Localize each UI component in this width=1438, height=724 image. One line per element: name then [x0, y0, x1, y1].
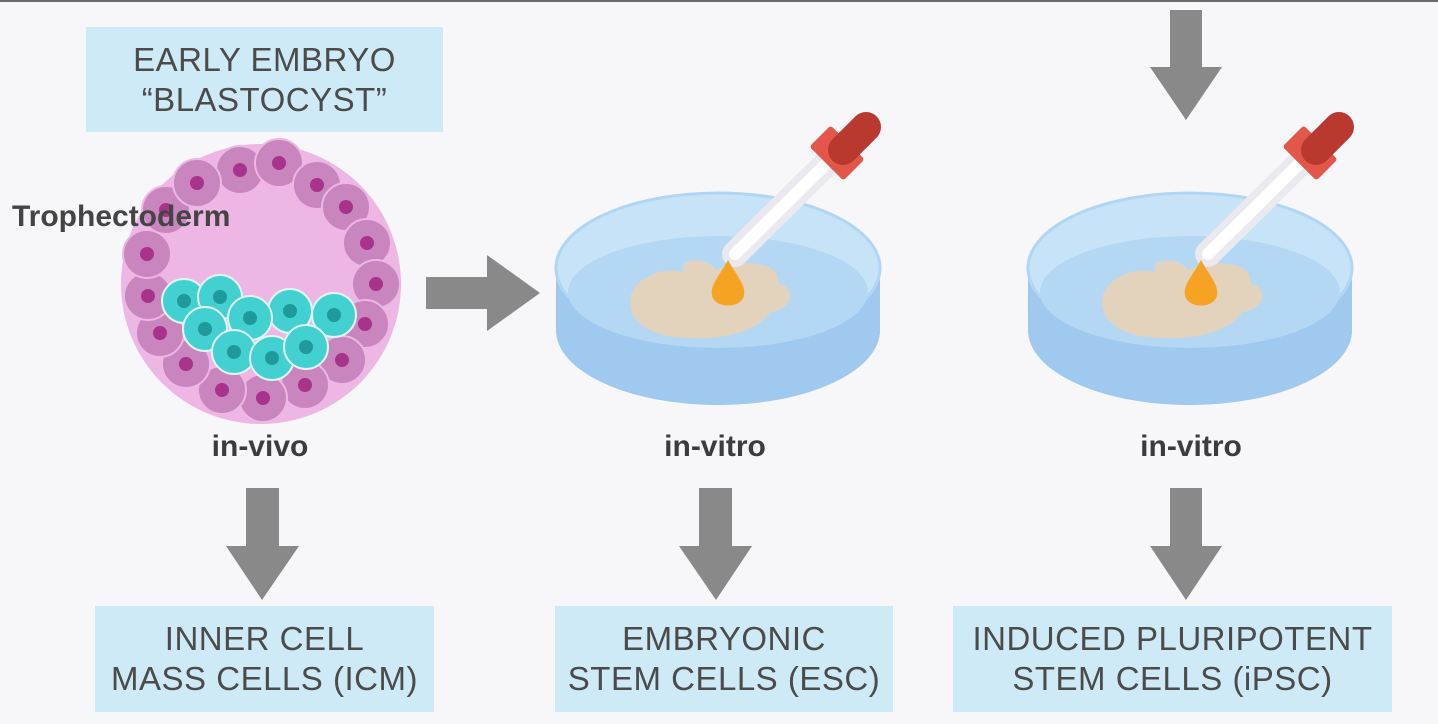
down-arrow-icon — [1150, 10, 1222, 120]
inner-cell-mass — [161, 274, 357, 381]
top-divider — [0, 0, 1438, 2]
ipsc-label-line2: STEM CELLS (iPSC) — [1012, 660, 1333, 697]
esc-label-box: EMBRYONIC STEM CELLS (ESC) — [555, 606, 893, 712]
caption-in-vitro-esc: in-vitro — [664, 430, 766, 463]
trophoblast-cell — [280, 360, 330, 410]
icm-cell — [211, 329, 257, 375]
cell-colony — [629, 260, 791, 339]
icm-label-box: INNER CELL MASS CELLS (ICM) — [95, 606, 434, 712]
dropper-icon — [1195, 112, 1354, 267]
down-arrow-icon — [679, 488, 752, 600]
trophoblast-cell — [254, 138, 304, 188]
right-arrow-icon — [426, 255, 540, 331]
icm-label-line2: MASS CELLS (ICM) — [111, 660, 418, 697]
trophectoderm-label: Trophectoderm — [12, 200, 231, 233]
ipsc-label-line1: INDUCED PLURIPOTENT — [972, 620, 1373, 657]
trophoblast-cells — [122, 138, 401, 423]
esc-label-line1: EMBRYONIC — [622, 620, 826, 657]
trophoblast-cell — [321, 182, 371, 232]
cell-colony — [1101, 260, 1263, 339]
trophoblast-cell — [317, 335, 367, 385]
down-arrow-icon — [1150, 488, 1222, 600]
droplet-icon — [711, 260, 745, 306]
icm-cell — [283, 324, 329, 370]
blastocyst-label-line2: “BLASTOCYST” — [141, 80, 388, 118]
droplet-icon — [1184, 260, 1218, 306]
icm-cell — [227, 295, 273, 341]
down-arrow-icon — [226, 488, 299, 600]
icm-cell — [311, 292, 357, 338]
esc-label-line2: STEM CELLS (ESC) — [567, 660, 881, 697]
trophoblast-cell — [122, 229, 172, 279]
dropper-icon — [722, 112, 881, 267]
ipsc-label-box: INDUCED PLURIPOTENT STEM CELLS (iPSC) — [953, 606, 1392, 712]
trophoblast-cell — [172, 158, 222, 208]
blastocyst-label-box: EARLY EMBRYO “BLASTOCYST” — [86, 27, 443, 132]
caption-in-vitro-ipsc: in-vitro — [1140, 430, 1242, 463]
blastocyst-label-line1: EARLY EMBRYO — [133, 40, 396, 78]
caption-in-vivo: in-vivo — [211, 430, 309, 463]
icm-label-line1: INNER CELL — [164, 620, 365, 657]
